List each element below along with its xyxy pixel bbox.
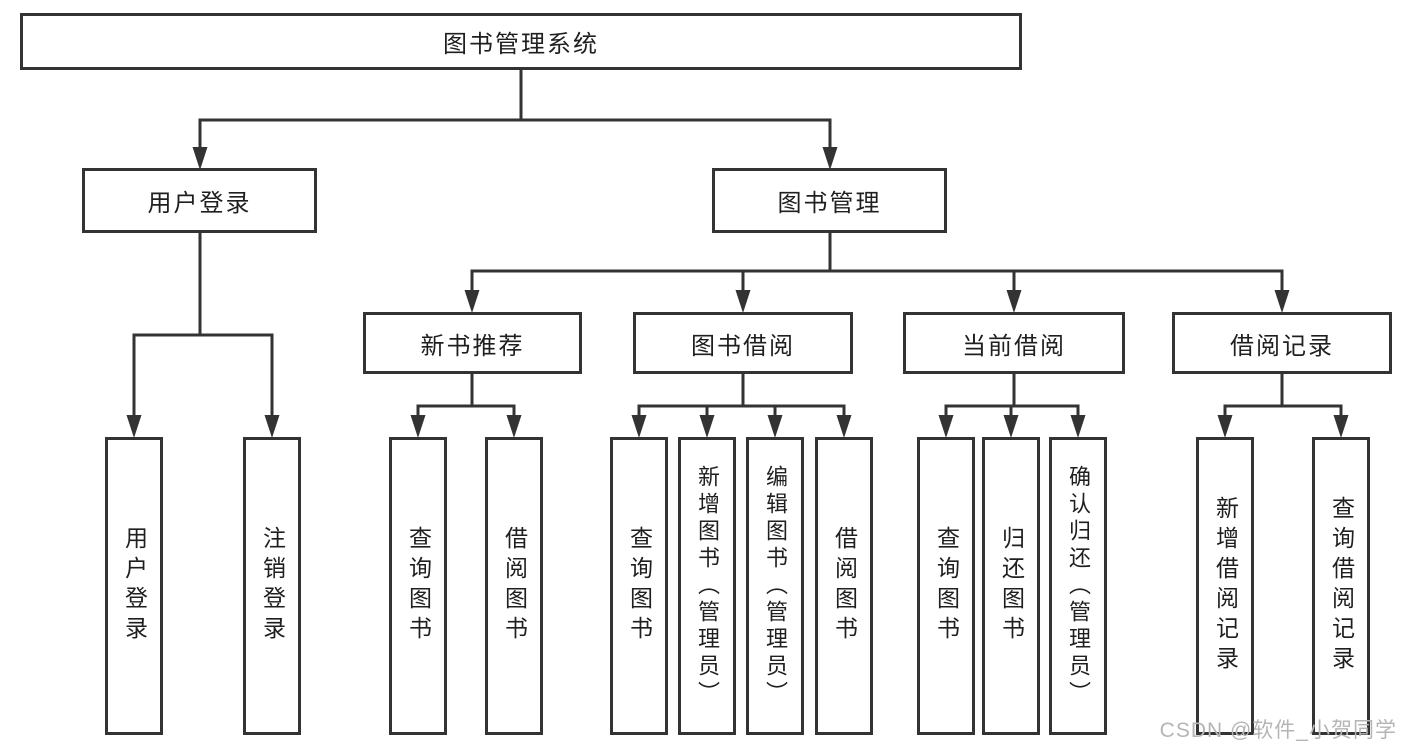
- node-label: 图书借阅: [691, 332, 795, 360]
- leaf-query-books-borrow: 查询图书: [610, 437, 668, 735]
- leaf-add-borrow-record: 新增借阅记录: [1196, 437, 1254, 735]
- node-label: 用户登录: [147, 190, 252, 217]
- node-user-login: 用户登录: [82, 168, 317, 233]
- node-label: 当前借阅: [962, 332, 1066, 360]
- node-label: 借阅图书: [831, 526, 858, 646]
- node-label: 借阅图书: [501, 526, 528, 646]
- leaf-borrow-books-recommend: 借阅图书: [485, 437, 543, 735]
- node-label: 新书推荐: [420, 332, 525, 360]
- leaf-confirm-return-admin: 确认归还（管理员）: [1049, 437, 1107, 735]
- leaf-borrow-books-borrow: 借阅图书: [815, 437, 873, 735]
- node-label: 用户登录: [121, 526, 148, 646]
- node-label: 查询图书: [405, 526, 432, 646]
- leaf-logout: 注销登录: [243, 437, 301, 735]
- node-new-book-recommendation: 新书推荐: [363, 312, 582, 374]
- node-label: 注销登录: [259, 526, 286, 646]
- node-label: 归还图书: [998, 526, 1025, 646]
- node-library-management-system: 图书管理系统: [20, 13, 1022, 70]
- node-label: 图书管理系统: [443, 31, 599, 58]
- node-current-borrowing: 当前借阅: [903, 312, 1125, 374]
- node-label: 编辑图书（管理员）: [763, 464, 788, 708]
- node-label: 新增图书（管理员）: [695, 464, 720, 708]
- node-label: 查询图书: [933, 526, 960, 646]
- node-label: 查询图书: [626, 526, 653, 646]
- leaf-user-login: 用户登录: [105, 437, 163, 735]
- csdn-watermark: CSDN @软件_小贺同学: [1159, 719, 1397, 742]
- node-label: 图书管理: [777, 190, 882, 217]
- node-label: 查询借阅记录: [1328, 496, 1355, 676]
- leaf-add-books-admin: 新增图书（管理员）: [678, 437, 736, 735]
- node-label: 确认归还（管理员）: [1066, 464, 1091, 708]
- node-label: 新增借阅记录: [1212, 496, 1239, 676]
- leaf-query-borrow-record: 查询借阅记录: [1312, 437, 1370, 735]
- node-book-borrowing: 图书借阅: [633, 312, 853, 374]
- leaf-return-books: 归还图书: [982, 437, 1040, 735]
- node-book-management: 图书管理: [712, 168, 947, 233]
- leaf-query-books-recommend: 查询图书: [389, 437, 447, 735]
- node-borrowing-records: 借阅记录: [1172, 312, 1392, 374]
- node-label: 借阅记录: [1230, 332, 1334, 360]
- leaf-query-books-current: 查询图书: [917, 437, 975, 735]
- leaf-edit-books-admin: 编辑图书（管理员）: [746, 437, 804, 735]
